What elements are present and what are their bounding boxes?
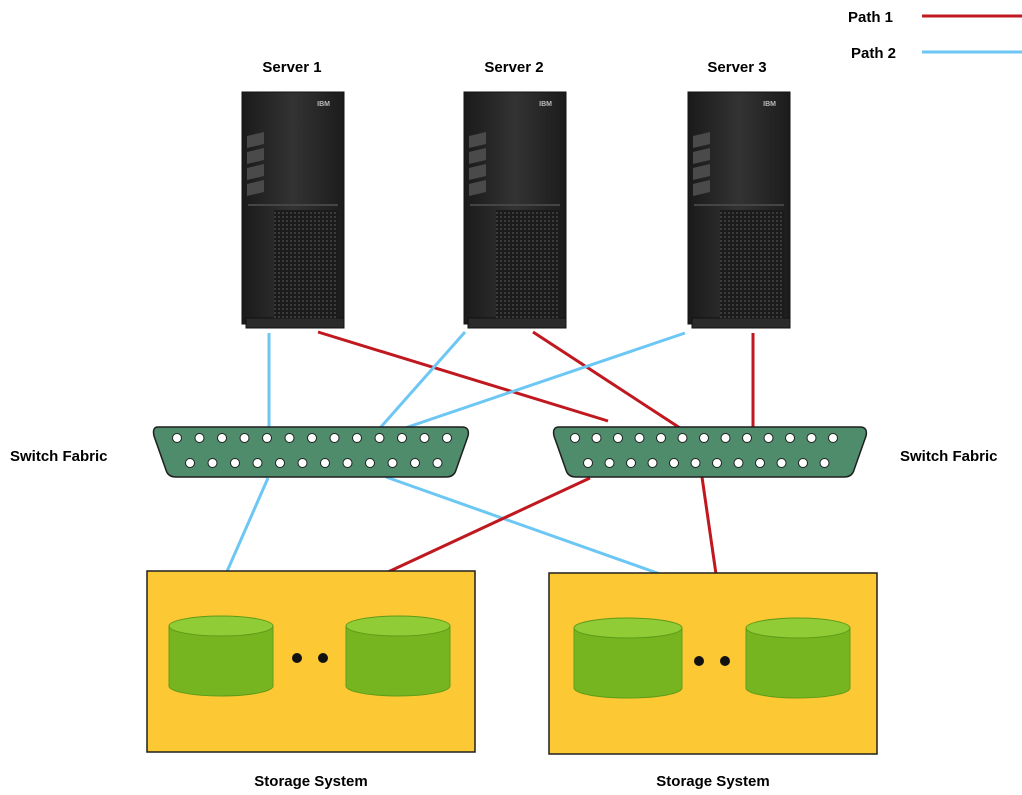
switch-port [785,433,795,443]
disk-icon [573,617,683,699]
server-label: Server 3 [707,59,766,76]
path2-link [223,477,270,577]
switch-fabric-label: Switch Fabric [10,448,108,465]
ibm-logo: IBM [317,101,330,108]
switch-port [185,458,195,468]
legend: Path 1 Path 2 [848,9,1022,62]
switch-port [656,433,666,443]
switch-port [374,433,385,443]
path1-link [317,330,609,423]
path1-link [700,476,718,575]
switch-port [828,433,838,443]
switch-ports-top [570,433,838,443]
switch-port [613,433,623,443]
ellipsis-dot [720,656,730,666]
server-label: Server 2 [484,59,543,76]
switch-fabric-label: Switch Fabric [900,448,998,465]
switch-port [252,458,263,468]
switch-port [690,458,701,468]
switch-port [626,458,636,468]
path1-link [387,476,591,574]
switch-port [677,433,688,443]
switch-port [320,458,330,468]
path2-link [385,475,661,576]
switch-port [387,458,398,468]
switch-port [699,433,709,443]
switch-port [365,458,375,468]
ellipsis-dot [694,656,704,666]
switch-port [207,458,218,468]
switch-port [297,458,308,468]
storage-system-right: Storage System [548,572,878,790]
switch-port [432,458,443,468]
disk-icon [168,615,274,697]
ibm-logo: IBM [539,101,552,108]
server-2: Server 2 IBM [463,59,567,329]
switch-port [194,433,205,443]
server-1: Server 1 IBM [241,59,345,329]
disk-icon [345,615,451,697]
path2-link [378,331,467,429]
switch-port [342,458,353,468]
switch-port [634,433,645,443]
switch-ports-bottom [583,458,830,468]
switch-port [819,458,830,468]
switch-port [720,433,731,443]
switch-port [776,458,787,468]
switch-port [419,433,430,443]
server-3: Server 3 IBM [687,59,791,329]
switch-port [275,458,285,468]
switch-port [591,433,602,443]
switch-port [583,458,593,468]
switch-port [755,458,765,468]
path2-link [404,331,686,430]
switch-port [217,433,227,443]
switch-ports-top [172,433,452,443]
switch-port [329,433,340,443]
disk-icon [745,617,851,699]
switch-port [647,458,658,468]
storage-system-label: Storage System [656,773,769,790]
switch-port [604,458,615,468]
switch-port [733,458,744,468]
switch-fabric-left: Switch Fabric [10,426,470,478]
switch-port [172,433,182,443]
switch-port [712,458,722,468]
switch-port [262,433,272,443]
switch-connector-icon [552,426,868,478]
storage-system-label: Storage System [254,773,367,790]
switch-port [798,458,808,468]
switch-fabric-right: Switch Fabric [552,426,998,478]
server-label: Server 1 [262,59,321,76]
switch-port [230,458,240,468]
switch-port [397,433,407,443]
switch-ports-bottom [185,458,443,468]
switch-port [410,458,420,468]
switch-port [307,433,317,443]
ibm-logo: IBM [763,101,776,108]
switch-port [742,433,752,443]
ellipsis-dot [292,653,302,663]
legend-path2-label: Path 2 [851,45,896,62]
ellipsis-dot [318,653,328,663]
connections [223,330,755,577]
switch-port [763,433,774,443]
legend-path1-label: Path 1 [848,9,893,26]
switch-port [352,433,362,443]
path1-link [532,330,681,430]
switch-port [239,433,250,443]
switch-port [570,433,580,443]
switch-port [284,433,295,443]
switch-port [806,433,817,443]
switch-port [669,458,679,468]
storage-system-left: Storage System [146,570,476,790]
switch-port [442,433,452,443]
